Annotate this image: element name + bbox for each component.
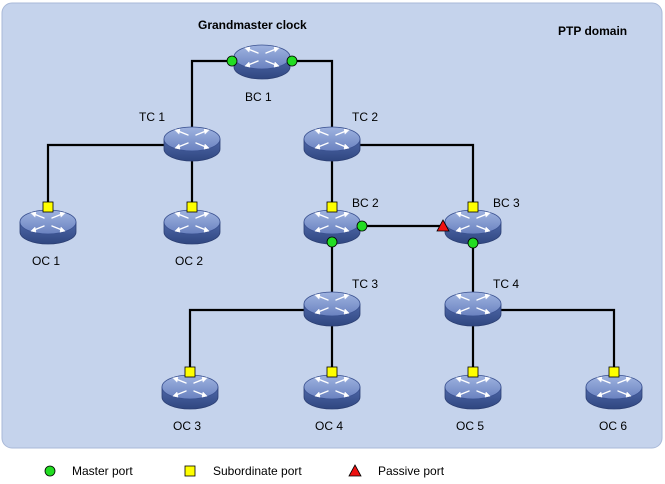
device-oc5-icon [444,374,502,410]
node-label-oc3: OC 3 [173,419,201,433]
ports [42,55,620,378]
subordinate-port-icon [467,201,479,213]
node-label-oc6: OC 6 [599,419,627,433]
device-bc1-icon [233,44,291,80]
link-bc1-tc2 [292,59,334,135]
subordinate-port-icon [608,366,620,378]
node-label-tc3: TC 3 [352,277,378,291]
master-port-icon [356,220,368,232]
link-tc1-oc1 [46,143,165,210]
master-port-icon [226,55,238,67]
link-tc3-oc3 [188,308,305,375]
subordinate-port-icon [467,366,479,378]
node-labels: BC 1 TC 1 TC 2 OC 1 OC 2 BC 2 BC 3 TC 3 … [32,90,627,433]
node-label-bc1: BC 1 [245,90,272,104]
device-oc4-icon [303,374,361,410]
subordinate-port-icon [326,366,338,378]
legend-master-label: Master port [72,464,133,478]
node-label-oc4: OC 4 [315,419,343,433]
device-tc1-icon [163,126,221,162]
device-tc4-icon [444,291,502,327]
node-label-oc5: OC 5 [456,419,484,433]
links [46,59,616,375]
legend-master-icon [44,465,56,477]
node-label-oc2: OC 2 [175,254,203,268]
device-oc2-icon [163,209,221,245]
node-label-tc4: TC 4 [493,277,519,291]
node-label-tc1: TC 1 [139,110,165,124]
subordinate-port-icon [186,201,198,213]
device-oc6-icon [585,374,643,410]
node-label-bc3: BC 3 [493,196,520,210]
link-tc2-bc3 [360,143,475,210]
legend-passive-icon [348,464,362,477]
subordinate-port-icon [184,366,196,378]
master-port-icon [326,236,338,248]
subordinate-port-icon [326,201,338,213]
legend-subordinate-icon [184,465,196,477]
device-oc1-icon [19,209,77,245]
legend-passive-label: Passive port [378,464,445,478]
link-tc4-oc6 [500,308,616,375]
device-tc2-icon [303,126,361,162]
device-oc3-icon [161,374,219,410]
node-label-bc2: BC 2 [352,196,379,210]
grandmaster-label: Grandmaster clock [198,18,307,32]
node-label-oc1: OC 1 [32,254,60,268]
master-port-icon [286,55,298,67]
device-tc3-icon [303,291,361,327]
legend-subordinate-label: Subordinate port [213,464,302,478]
legend: Master port Subordinate port Passive por… [44,464,445,478]
passive-port-icon [436,219,450,232]
ptp-domain-label: PTP domain [558,24,627,38]
node-label-tc2: TC 2 [352,110,378,124]
subordinate-port-icon [42,201,54,213]
link-bc1-tc1 [190,59,232,135]
master-port-icon [467,237,479,249]
